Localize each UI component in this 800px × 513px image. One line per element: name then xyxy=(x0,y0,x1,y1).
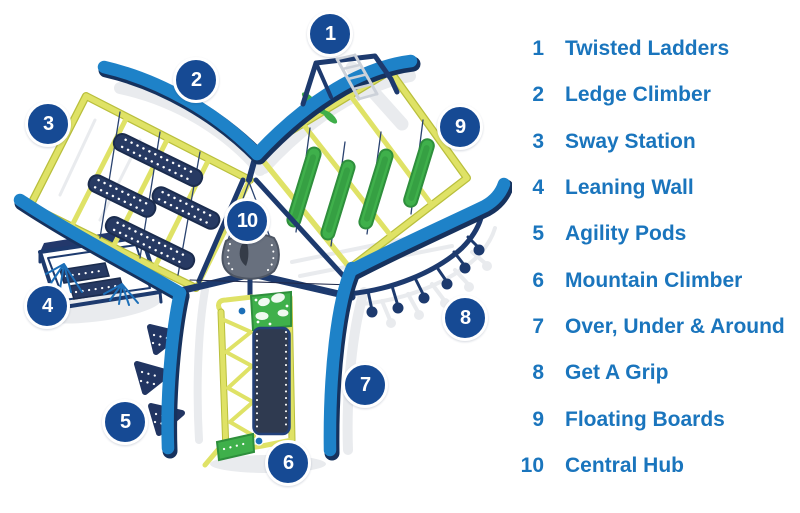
floating-boards xyxy=(286,138,435,241)
legend-item-label: Sway Station xyxy=(565,129,696,153)
climbing-panel xyxy=(252,326,291,436)
legend-item-4: 4 Leaning Wall xyxy=(500,165,800,211)
twisted-ladders xyxy=(300,53,400,107)
central-hub xyxy=(176,148,356,301)
legend-item-label: Mountain Climber xyxy=(565,268,743,292)
callout-badge-number: 5 xyxy=(119,411,131,433)
callout-badge-9: 9 xyxy=(437,104,483,150)
over-under-around-tube xyxy=(323,261,359,457)
legend-item-7: 7 Over, Under & Around xyxy=(500,304,800,350)
legend-item-2: 2 Ledge Climber xyxy=(500,72,800,118)
legend-item-label: Leaning Wall xyxy=(565,176,694,200)
legend-item-3: 3 Sway Station xyxy=(500,119,800,165)
callout-badge-3: 3 xyxy=(25,101,71,147)
legend-item-number: 9 xyxy=(532,407,544,431)
legend-item-6: 6 Mountain Climber xyxy=(500,257,800,303)
mountain-climber xyxy=(202,290,296,468)
callout-badge-number: 6 xyxy=(282,452,294,474)
callout-badge-number: 10 xyxy=(236,210,258,232)
callout-badge-number: 4 xyxy=(41,295,53,317)
legend-item-number: 4 xyxy=(532,176,544,200)
legend: 1 Twisted Ladders 2 Ledge Climber 3 Sway… xyxy=(500,26,800,489)
get-a-grip-rail xyxy=(345,215,485,318)
legend-item-number: 6 xyxy=(532,268,544,292)
callout-badge-number: 3 xyxy=(42,113,54,135)
playground-structure-illustration: 1 2 3 4 5 6 xyxy=(13,11,512,486)
callout-badge-5: 5 xyxy=(102,399,148,445)
legend-item-number: 8 xyxy=(532,361,544,385)
legend-item-label: Floating Boards xyxy=(565,407,725,431)
legend-item-label: Agility Pods xyxy=(565,222,687,246)
legend-item-label: Get A Grip xyxy=(565,361,669,385)
callout-badge-6: 6 xyxy=(265,440,311,486)
callout-badge-number: 8 xyxy=(459,307,471,329)
callout-badge-1: 1 xyxy=(307,11,353,57)
callout-badge-number: 7 xyxy=(359,374,371,396)
legend-item-8: 8 Get A Grip xyxy=(500,350,800,396)
legend-item-label: Ledge Climber xyxy=(565,83,711,107)
callout-badge-10: 10 xyxy=(224,198,270,244)
legend-item-1: 1 Twisted Ladders xyxy=(500,26,800,72)
legend-item-10: 10 Central Hub xyxy=(500,443,800,489)
callout-badge-number: 2 xyxy=(190,69,202,91)
callout-badge-number: 1 xyxy=(324,23,336,45)
legend-item-9: 9 Floating Boards xyxy=(500,396,800,442)
legend-item-5: 5 Agility Pods xyxy=(500,211,800,257)
legend-item-label: Over, Under & Around xyxy=(565,314,785,338)
legend-item-label: Twisted Ladders xyxy=(565,37,730,61)
legend-item-number: 2 xyxy=(532,83,544,107)
legend-item-number: 10 xyxy=(520,453,544,477)
callout-badge-number: 9 xyxy=(454,116,466,138)
callout-badge-2: 2 xyxy=(173,57,219,103)
callout-badge-7: 7 xyxy=(342,362,388,408)
callout-badge-8: 8 xyxy=(442,295,488,341)
callout-badge-4: 4 xyxy=(24,283,70,329)
legend-item-number: 7 xyxy=(532,314,544,338)
blue-tube-arches xyxy=(13,54,512,461)
legend-item-number: 3 xyxy=(532,129,544,153)
structure-drawing xyxy=(13,53,512,473)
legend-item-number: 1 xyxy=(532,37,544,61)
legend-item-number: 5 xyxy=(532,222,544,246)
legend-item-label: Central Hub xyxy=(565,453,685,477)
sway-boards xyxy=(87,133,221,270)
